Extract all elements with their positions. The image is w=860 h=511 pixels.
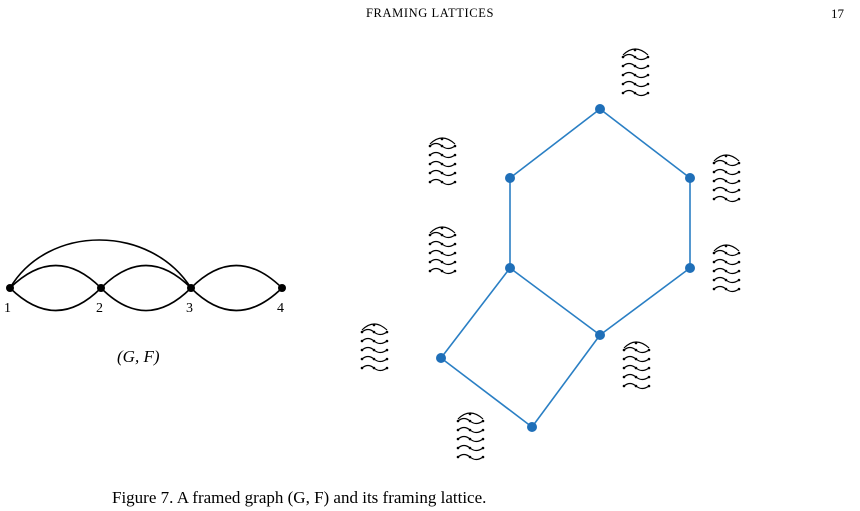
framing-diagram-icon	[428, 226, 457, 275]
vertex-label-1: 1	[4, 301, 11, 316]
lattice-node	[505, 263, 515, 273]
lattice-edge	[599, 108, 691, 179]
graph-vertex	[97, 284, 105, 292]
graph-caption: (G, F)	[117, 347, 160, 366]
graph-vertex	[278, 284, 286, 292]
lattice-edge	[509, 267, 601, 336]
page-number: 17	[831, 6, 844, 21]
graph-edge	[190, 287, 283, 312]
lattice-edge	[599, 267, 691, 336]
lattice-edges	[440, 108, 691, 428]
lattice-edge	[440, 357, 533, 428]
framed-graph	[9, 239, 283, 312]
lattice-node	[595, 330, 605, 340]
lattice-node	[595, 104, 605, 114]
graph-vertices	[6, 284, 286, 292]
framing-diagram-icon	[622, 341, 651, 390]
framing-diagram-icon	[360, 323, 389, 372]
running-title: FRAMING LATTICES	[365, 6, 494, 20]
graph-edge	[190, 264, 283, 289]
running-head: FRAMING LATTICES 17	[0, 6, 860, 28]
figure-caption: Figure 7. A framed graph (G, F) and its …	[112, 488, 487, 507]
vertex-label-4: 4	[277, 301, 284, 316]
framing-diagram-icon	[712, 154, 741, 203]
lattice-edge	[531, 334, 601, 428]
graph-edge	[100, 264, 192, 289]
lattice-edge	[440, 267, 511, 359]
lattice-node	[505, 173, 515, 183]
framing-diagram-icon	[621, 48, 650, 97]
graph-edge	[100, 287, 192, 312]
framing-diagram-icon	[456, 412, 485, 461]
graph-vertex	[6, 284, 14, 292]
graph-edge	[9, 287, 102, 312]
graph-edge	[9, 264, 102, 289]
lattice-node	[527, 422, 537, 432]
graph-edge-long	[9, 239, 192, 289]
lattice-node	[436, 353, 446, 363]
framing-diagram-icon	[428, 137, 457, 186]
vertex-label-2: 2	[96, 301, 103, 316]
lattice-nodes	[436, 104, 695, 432]
lattice-edge	[509, 108, 601, 179]
lattice-node	[685, 173, 695, 183]
vertex-label-3: 3	[186, 301, 193, 316]
graph-vertex	[187, 284, 195, 292]
lattice-node	[685, 263, 695, 273]
framing-diagram-icon	[712, 244, 741, 293]
